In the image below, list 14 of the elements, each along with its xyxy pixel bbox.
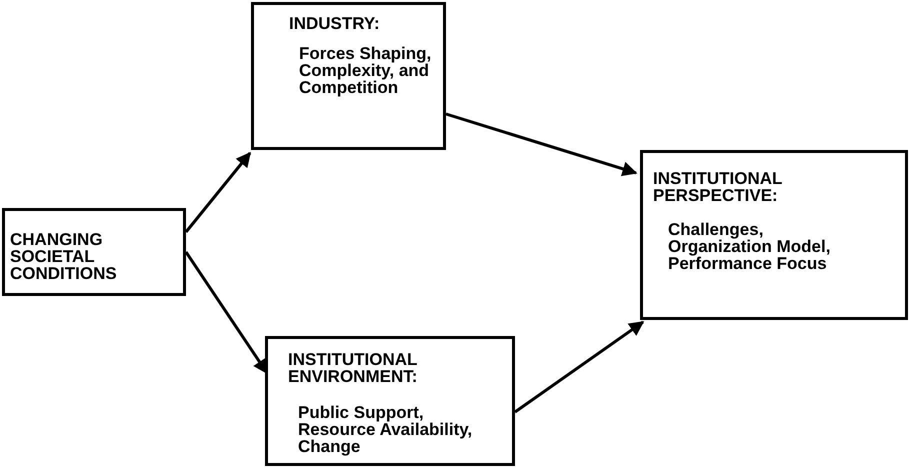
text-box — [2, 208, 186, 296]
box-text: Forces Shaping, Complexity, and Competition — [299, 45, 432, 96]
text-box — [265, 336, 515, 466]
arrow — [514, 320, 644, 414]
text-box — [251, 2, 446, 150]
arrow — [446, 112, 638, 176]
box-heading: INDUSTRY: — [289, 15, 381, 32]
box-heading: INSTITUTIONAL ENVIRONMENT: — [288, 351, 418, 385]
box-heading: CHANGING SOCIETAL CONDITIONS — [10, 231, 118, 282]
box-text: Challenges, Organization Model, Performance Focus — [668, 221, 832, 272]
arrow — [184, 152, 252, 233]
box-text: Public Support, Resource Availability, Change — [298, 404, 474, 455]
box-heading: INSTITUTIONAL PERSPECTIVE: — [653, 170, 784, 204]
text-box — [640, 150, 908, 320]
